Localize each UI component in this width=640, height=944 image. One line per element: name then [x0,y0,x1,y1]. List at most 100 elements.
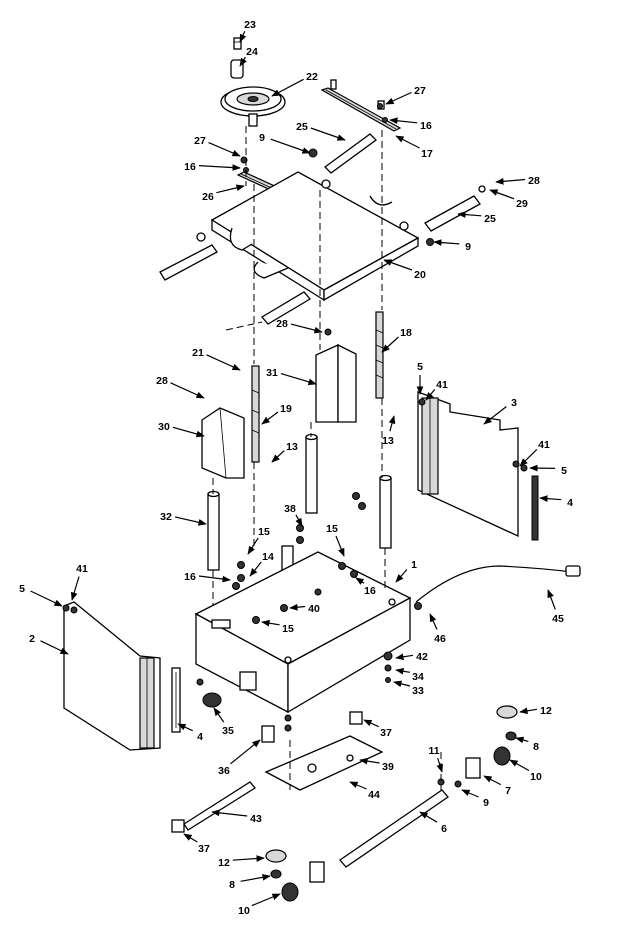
callout-arrow [483,775,502,786]
callout-number: 41 [538,439,550,451]
callout-number: 35 [222,725,234,737]
rod-part-25-right [424,185,486,232]
callout: 19 [261,403,292,425]
callout-number: 14 [262,551,274,563]
callout-number: 22 [306,71,318,83]
callout: 9 [461,789,489,809]
callout: 28 [156,375,205,399]
callout: 8 [229,874,271,891]
callout-arrow [211,809,248,817]
callout-arrow [457,211,482,218]
callout-number: 28 [276,318,288,330]
leadscrew-part-19 [251,365,260,463]
callout: 32 [160,511,207,526]
callout-number: 5 [417,361,423,373]
callout-number: 15 [258,526,270,538]
callout-number: 28 [156,375,168,387]
callout-number: 2 [29,633,35,645]
callout-arrow [389,117,418,125]
callout-number: 37 [198,843,210,855]
callout-number: 23 [244,19,256,31]
callout-arrow [436,758,443,773]
callout: 15 [247,526,270,555]
callout: 41 [70,563,88,601]
callout-number: 10 [238,905,250,917]
callout-arrow [388,415,396,432]
callout: 44 [349,781,380,801]
callout: 4 [539,495,573,509]
callout: 15 [326,523,345,557]
callout-arrow [261,619,280,627]
callout: 27 [385,85,426,105]
callout-number: 8 [533,741,539,753]
callout-number: 25 [484,213,496,225]
callout-arrow [515,736,529,744]
callout: 36 [218,739,261,777]
callout-number: 9 [483,797,489,809]
callout-arrow [395,569,408,583]
block-part-37-upper [349,711,363,725]
callout-arrow [177,723,193,732]
callout: 10 [238,893,281,917]
callout-arrow [232,855,265,862]
callout-arrow [433,239,460,246]
callout-arrow [547,589,556,610]
callout: 27 [194,135,241,157]
callout: 24 [239,46,258,67]
callout-arrow [247,537,259,555]
callout-arrow [271,78,304,97]
callout-arrow [335,535,345,557]
callout-arrow [349,781,367,790]
callout-arrow [251,893,281,907]
block-part-36 [261,725,275,743]
nut-part-8-right [505,731,517,741]
gear-part-12-lower [265,849,287,863]
power-cord-part-45 [415,565,581,603]
callout-number: 33 [412,685,424,697]
callout: 12 [218,855,265,869]
callout-arrow [489,189,515,200]
nut-part-8-lower [270,869,282,879]
callout-arrow [172,426,205,438]
callout-arrow [395,135,420,149]
callout: 12 [519,705,552,717]
callout: 16 [355,577,376,597]
callout: 38 [284,503,303,527]
callout-arrow [230,739,261,765]
callout-number: 9 [259,132,265,144]
callout-arrow [495,178,526,185]
callout: 45 [547,589,564,625]
callout: 14 [249,551,274,577]
callout-number: 31 [266,367,278,379]
post-part-center [305,433,318,514]
callout-number: 26 [202,191,214,203]
rail-part-17 [320,87,402,132]
callout: 31 [266,367,317,386]
callout-arrow [239,31,247,43]
callout: 37 [183,833,210,855]
callout: 26 [202,184,245,203]
shaft-part-6 [339,789,449,868]
side-panel-part-2 [63,601,161,751]
callout-arrow [198,164,241,171]
callout-arrow [206,354,241,371]
plate-part-39 [264,735,384,791]
callout: 3 [483,397,517,425]
callout-arrow [295,514,303,527]
callout: 43 [211,809,262,825]
pulley-part-35 [202,692,222,708]
callout-number: 6 [441,823,447,835]
callout: 18 [381,327,412,353]
callout-arrow [289,603,306,611]
hardware-small-parts [62,103,528,788]
block-part-37-lower [171,819,185,833]
callout-arrow [385,91,412,105]
callout-number: 46 [434,633,446,645]
callout-number: 27 [194,135,206,147]
callout: 39 [359,757,394,773]
callout: 8 [515,736,539,753]
callout-arrow [280,373,317,386]
callout: 5 [19,583,63,607]
callout-number: 37 [380,727,392,739]
callout-number: 39 [382,761,394,773]
